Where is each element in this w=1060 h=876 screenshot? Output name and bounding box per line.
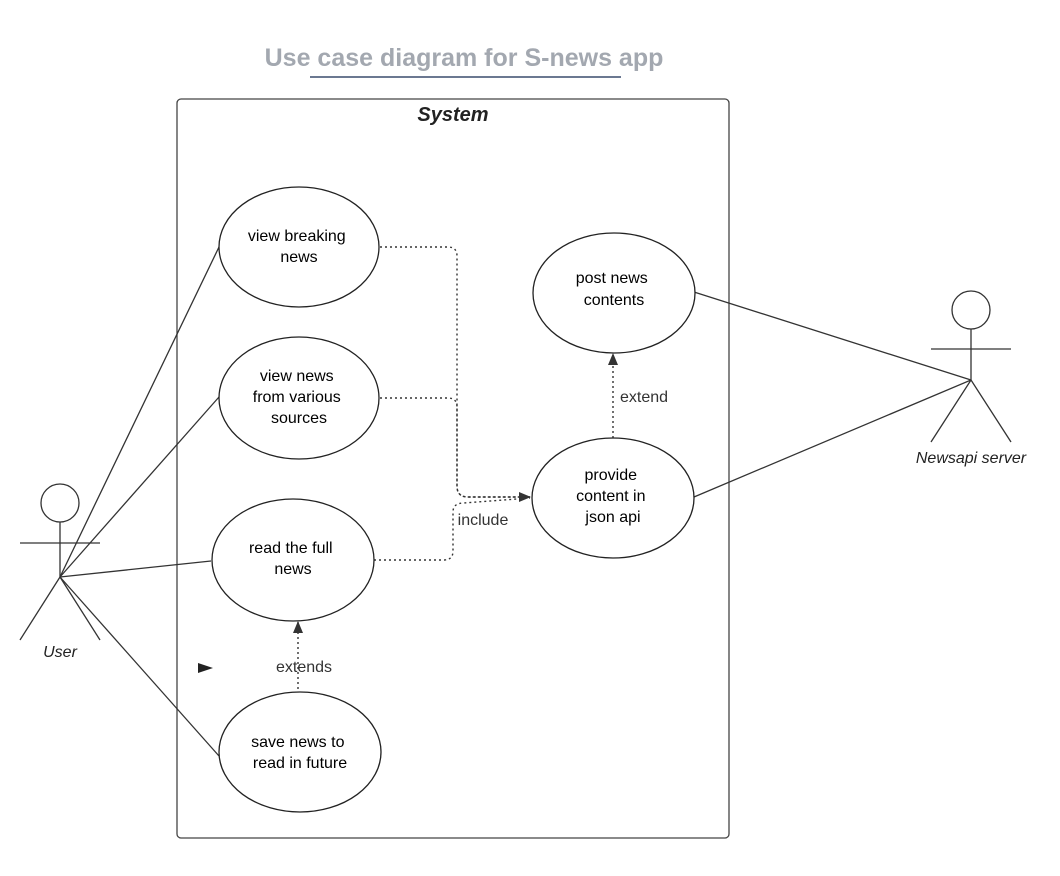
use-case-label: news <box>280 249 317 266</box>
use-case-label: read in future <box>253 755 347 772</box>
actor-newsapi-server[interactable]: Newsapi server <box>916 290 1027 467</box>
extends-label: extends <box>276 659 332 676</box>
actor-head-icon <box>951 290 991 330</box>
use-case-label: sources <box>271 410 327 427</box>
use-case-post-news-contents[interactable]: post news contents <box>532 232 696 354</box>
svg-text:view news from various: view news from various sources <box>253 368 345 427</box>
svg-text:provide content in: provide content in json api <box>576 467 650 526</box>
use-case-label: read the full <box>249 540 333 557</box>
svg-text:save news to read in fut: save news to read in future <box>251 734 349 772</box>
system-label: System <box>417 104 488 126</box>
include-label: include <box>458 512 509 529</box>
use-case-label: json api <box>584 509 640 526</box>
svg-text:post news contents: post news contents <box>576 270 653 309</box>
include-relations <box>374 246 531 561</box>
extend-label: extend <box>620 389 668 406</box>
use-case-save-news[interactable]: save news to read in future <box>218 691 382 813</box>
user-associations <box>59 246 220 757</box>
use-case-label: save news to <box>251 734 344 751</box>
use-case-label: news <box>274 561 311 578</box>
use-case-label: view breaking <box>248 228 346 245</box>
use-case-label: content in <box>576 488 645 505</box>
use-case-view-news-various-sources[interactable]: view news from various sources <box>218 336 380 460</box>
use-case-label: provide <box>585 467 638 484</box>
use-case-label: post news <box>576 270 648 287</box>
svg-text:view breaking news: view breaking news <box>248 228 350 266</box>
system-boundary <box>176 98 730 839</box>
use-case-label: contents <box>584 292 644 309</box>
use-case-read-full-news[interactable]: read the full news <box>211 498 375 622</box>
actor-user[interactable]: User <box>19 483 101 661</box>
svg-text:read the full news: read the full news <box>249 540 337 578</box>
actor-newsapi-label: Newsapi server <box>916 450 1027 467</box>
actor-user-label: User <box>43 644 77 661</box>
newsapi-associations <box>693 291 972 498</box>
diagram-title: Use case diagram for S-news app <box>265 44 664 72</box>
use-case-label: from various <box>253 389 341 406</box>
actor-head-icon <box>40 483 80 523</box>
use-case-provide-content-json-api[interactable]: provide content in json api <box>531 437 695 559</box>
stray-arrow-icon <box>198 663 213 673</box>
use-case-label: view news <box>260 368 334 385</box>
use-case-view-breaking-news[interactable]: view breaking news <box>218 186 380 308</box>
